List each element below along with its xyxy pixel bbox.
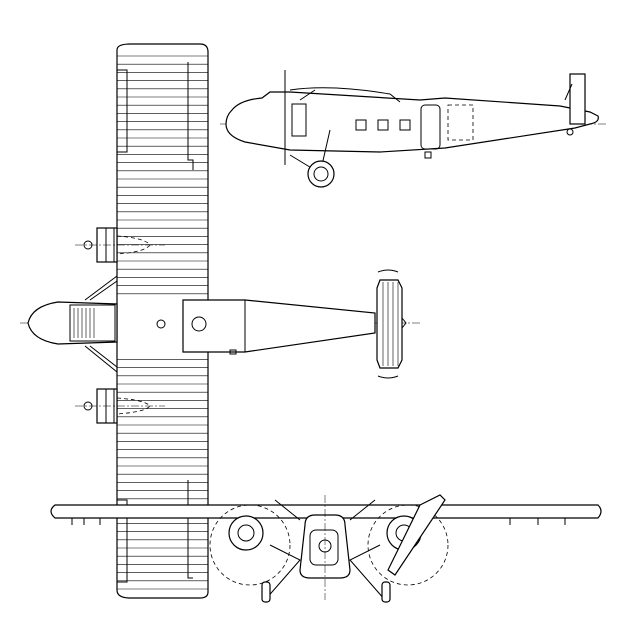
fuselage-top xyxy=(156,299,376,355)
hatch xyxy=(191,316,207,332)
side-view xyxy=(220,70,608,188)
propeller-front xyxy=(387,494,446,576)
propeller-disc-right xyxy=(367,504,449,586)
door xyxy=(420,104,441,150)
fuselage-side xyxy=(225,91,599,153)
engine-nacelle-upper xyxy=(75,227,165,263)
wing-front xyxy=(50,504,602,519)
wing-top xyxy=(116,43,209,599)
main-wheel-side xyxy=(307,160,335,188)
wheel-right xyxy=(381,581,391,603)
propeller-disc-left xyxy=(209,504,291,586)
aileron-right xyxy=(116,499,128,583)
engine-left xyxy=(228,515,264,551)
top-view xyxy=(20,43,420,599)
wheel-left xyxy=(261,581,271,603)
nose-engine-top xyxy=(27,275,118,373)
tailplane-top xyxy=(376,269,407,379)
aileron-left xyxy=(116,69,128,153)
front-view xyxy=(50,494,602,603)
engine-nacelle-lower xyxy=(75,388,165,424)
fin xyxy=(569,73,586,125)
